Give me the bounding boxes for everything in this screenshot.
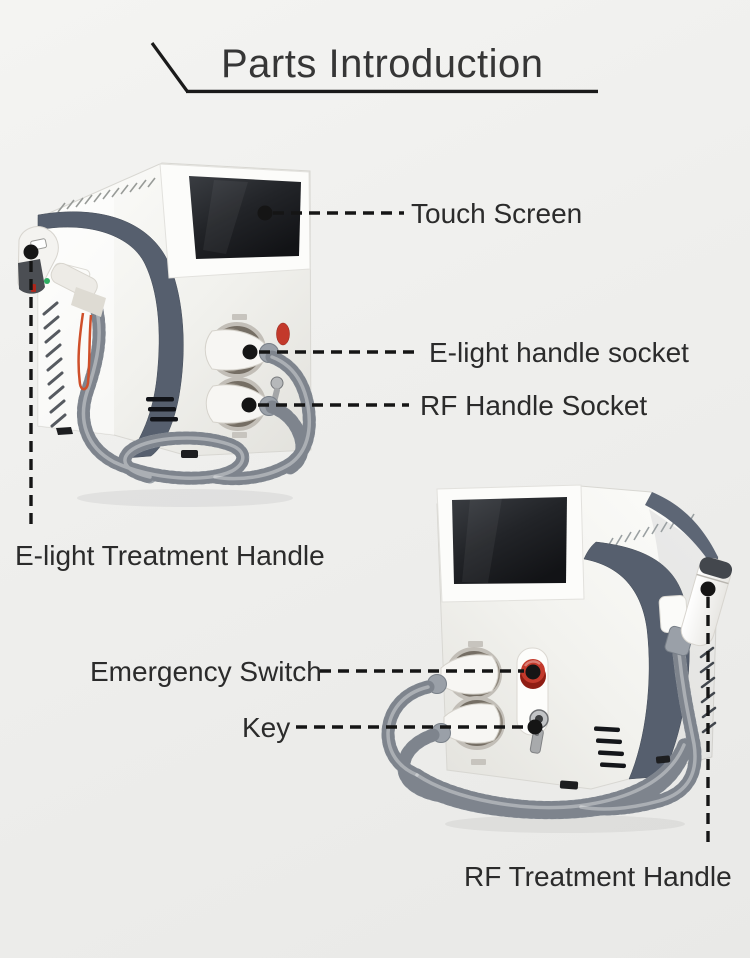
machine-2-feet: [559, 755, 671, 790]
label-rf-handle-socket: RF Handle Socket: [420, 390, 648, 421]
callout-dots: [23, 205, 716, 735]
machine-2-socket-bottom[interactable]: [443, 703, 501, 744]
emergency-switch-dot: [525, 664, 541, 680]
machine-1-shadow: [77, 489, 293, 507]
key-dot: [527, 719, 543, 735]
machine-2-hoses: [381, 646, 702, 820]
machine-1-emergency-switch-side[interactable]: [276, 322, 290, 346]
handle-barrel: [50, 262, 98, 299]
handle-led-icon: [44, 278, 50, 284]
machine-2-shadow: [445, 815, 685, 833]
machine-2-illustration: [381, 484, 734, 833]
rf-handle-socket[interactable]: [205, 384, 266, 424]
machine-2-socket-label-top: [468, 641, 483, 647]
rf-handle-cap: [699, 557, 733, 579]
e-light-handle-dot: [23, 244, 39, 260]
machine-1-top-vents: [57, 177, 156, 213]
e-light-handle-socket[interactable]: [204, 329, 266, 371]
machine-1-screen-glare: [203, 180, 248, 254]
label-e-light-handle-socket: E-light handle socket: [429, 337, 689, 368]
label-e-light-treatment-handle: E-light Treatment Handle: [15, 540, 325, 571]
handle-cord-loop: [77, 312, 93, 391]
handle-dark-face: [18, 259, 45, 294]
rf-handle-ring: [696, 573, 729, 585]
machine-1-stripe-vents: [146, 397, 178, 422]
label-key: Key: [242, 712, 291, 743]
machine-1-feet: [56, 427, 198, 458]
callout-lines: [29, 211, 710, 849]
touch-screen-dot: [257, 205, 273, 221]
machine-2-socket-label-bottom: [471, 759, 486, 765]
page-title: Parts Introduction: [221, 42, 544, 86]
e-light-socket-dot: [242, 344, 258, 360]
machine-1-touch-screen[interactable]: [189, 176, 301, 259]
handle-cone: [71, 287, 106, 317]
rf-socket-dot: [241, 397, 257, 413]
machine-1-socket-label-top: [232, 314, 247, 320]
machine-2-socket-top[interactable]: [440, 654, 499, 695]
label-rf-treatment-handle: RF Treatment Handle: [464, 861, 732, 892]
machine-1-socket-label-bottom: [232, 432, 247, 438]
rf-handle-dot: [700, 581, 716, 597]
machine-2-screen-glare: [462, 498, 502, 583]
machine-1-hoses: [77, 296, 316, 486]
machine-2-stripe-vents: [593, 726, 626, 769]
title-underline-rule: [150, 42, 598, 94]
machine-1-left-vents: [42, 301, 67, 428]
emergency-switch-highlight: [523, 660, 541, 667]
machine-2-top-trim: [645, 492, 718, 575]
machine-1-key-lock[interactable]: [270, 376, 284, 390]
rf-treatment-handle[interactable]: [658, 555, 734, 657]
machine-2-touch-screen[interactable]: [452, 497, 567, 584]
machine-1-illustration: [17, 162, 316, 507]
label-touch-screen: Touch Screen: [411, 198, 583, 229]
label-emergency-switch: Emergency Switch: [90, 656, 322, 687]
